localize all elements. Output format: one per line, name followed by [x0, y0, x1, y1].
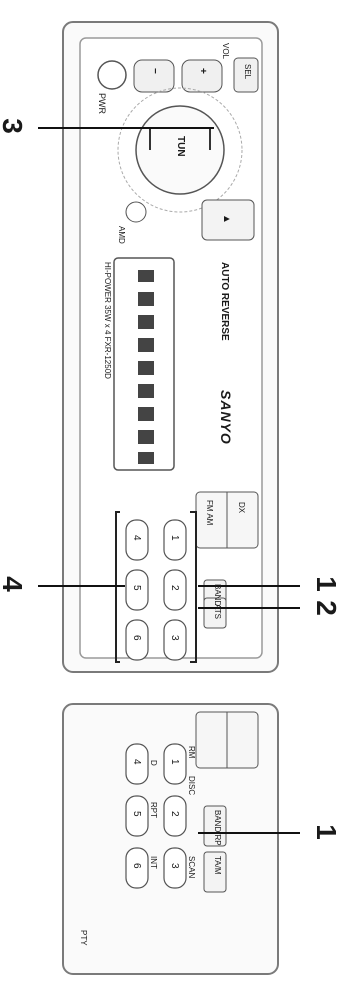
fm-am-label: FM AM [205, 500, 214, 526]
sel-label: SEL [243, 64, 252, 80]
display-segments [138, 270, 154, 464]
lower-pty-label: PTY [79, 930, 88, 946]
lower-int-label: INT [149, 856, 158, 869]
lower-band-label: BAND/RP [213, 810, 222, 846]
lower-preset-buttons [125, 743, 187, 889]
lower-rpt-label: RPT [149, 802, 158, 818]
lower-preset-3[interactable]: 3 [169, 863, 180, 869]
callout-1-top: 1 [310, 576, 342, 592]
sel-button [233, 57, 259, 93]
lower-rm-label: RM [187, 746, 196, 759]
preset-5[interactable]: 5 [131, 585, 142, 591]
preset-2[interactable]: 2 [169, 585, 180, 591]
model-label: HI-POWER 35W x 4 FXR-1250D [103, 262, 112, 379]
lower-d-label: D [149, 760, 158, 766]
vol-label: VOL [221, 43, 230, 60]
lower-tam-label: TA/M [213, 856, 222, 875]
lower-preset-5[interactable]: 5 [131, 811, 142, 817]
pwr-button [97, 60, 127, 90]
preset-4[interactable]: 4 [131, 535, 142, 541]
knob-ring [117, 87, 243, 213]
preset-6[interactable]: 6 [131, 635, 142, 641]
callout-3: 3 [0, 118, 28, 134]
callout-4: 4 [0, 576, 28, 592]
minus-label: − [149, 68, 160, 74]
preset-1[interactable]: 1 [169, 535, 180, 541]
callout-1-bottom: 1 [310, 824, 342, 840]
ats-button [203, 597, 227, 629]
preset-bracket-right [190, 511, 197, 663]
amd-button [125, 201, 147, 223]
lower-scan-label: SCAN [187, 856, 196, 879]
lower-disc-label: DISC [187, 776, 196, 796]
minus-button [133, 59, 175, 93]
lower-preset-4[interactable]: 4 [131, 759, 142, 765]
ats-label: ATS [213, 604, 222, 619]
preset-buttons [125, 519, 187, 661]
preset-3[interactable]: 3 [169, 635, 180, 641]
auto-reverse-label: AUTO REVERSE [219, 262, 230, 341]
lower-preset-1[interactable]: 1 [169, 759, 180, 765]
eject-button [201, 199, 255, 241]
lower-preset-6[interactable]: 6 [131, 863, 142, 869]
tun-label: TUN [175, 136, 186, 157]
lower-preset-2[interactable]: 2 [169, 811, 180, 817]
eject-symbol: ▲ [221, 214, 232, 224]
callout-2: 2 [310, 600, 342, 616]
plus-button [181, 59, 223, 93]
plus-label: + [197, 68, 208, 74]
pwr-label: PWR [97, 93, 107, 114]
brand-logo: SANYO [218, 390, 234, 445]
lower-tam-button [203, 851, 227, 893]
detached-faceplate [62, 703, 279, 975]
band-label: BAND [213, 584, 222, 607]
lower-band-button [203, 805, 227, 847]
dx-fr-label: DX [237, 502, 246, 514]
amd-label: AMD [117, 226, 126, 244]
